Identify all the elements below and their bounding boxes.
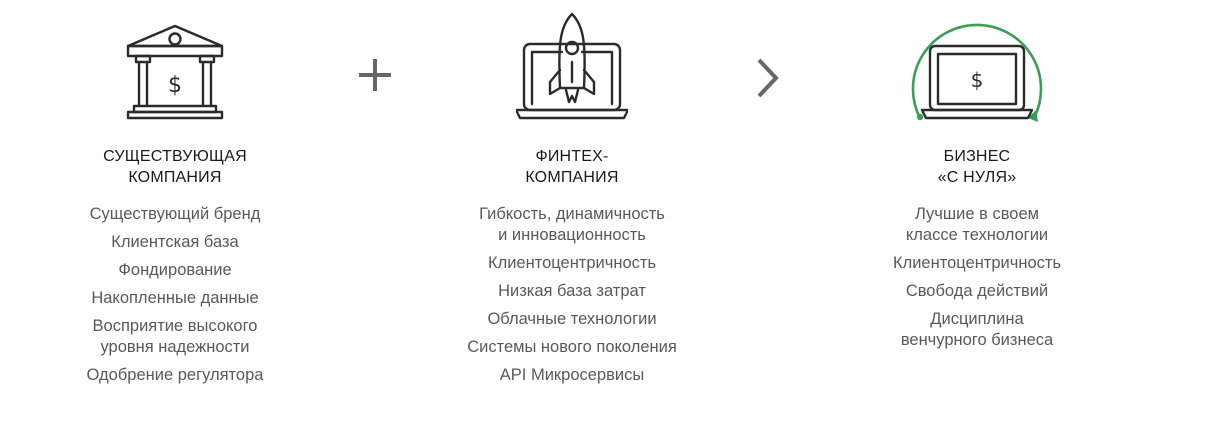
list-item: Клиентоцентричность [892,254,1062,272]
laptop-cycle-icon: $ [911,23,1043,122]
list-item: Клиентская база [111,233,239,251]
list-item: Одобрение регулятора [86,366,264,384]
column-title: ФИНТЕХ- КОМПАНИЯ [525,148,619,186]
column-title: БИЗНЕС «С НУЛЯ» [937,148,1017,186]
bank-icon: $ [126,24,224,120]
column-title: СУЩЕСТВУЮЩАЯ КОМПАНИЯ [103,148,247,186]
plus-icon [359,59,391,91]
list-item: Системы нового поколения [467,338,677,356]
list-item: Свобода действий [905,282,1049,300]
chevron-right-icon [757,58,779,98]
list-item: Низкая база затрат [498,282,646,300]
svg-text:$: $ [971,68,984,92]
list-item: Существующий бренд [89,205,261,223]
list-item: Фондирование [118,261,232,279]
feature-list: Существующий бренд Клиентская база Фонди… [25,204,325,393]
svg-text:$: $ [168,73,182,98]
list-item: Накопленные данные [91,289,259,307]
rocket-laptop-icon [516,12,628,120]
list-item: Облачные технологии [487,310,657,328]
list-item: API Микросервисы [499,366,645,384]
list-item: Клиентоцентричность [487,254,657,272]
